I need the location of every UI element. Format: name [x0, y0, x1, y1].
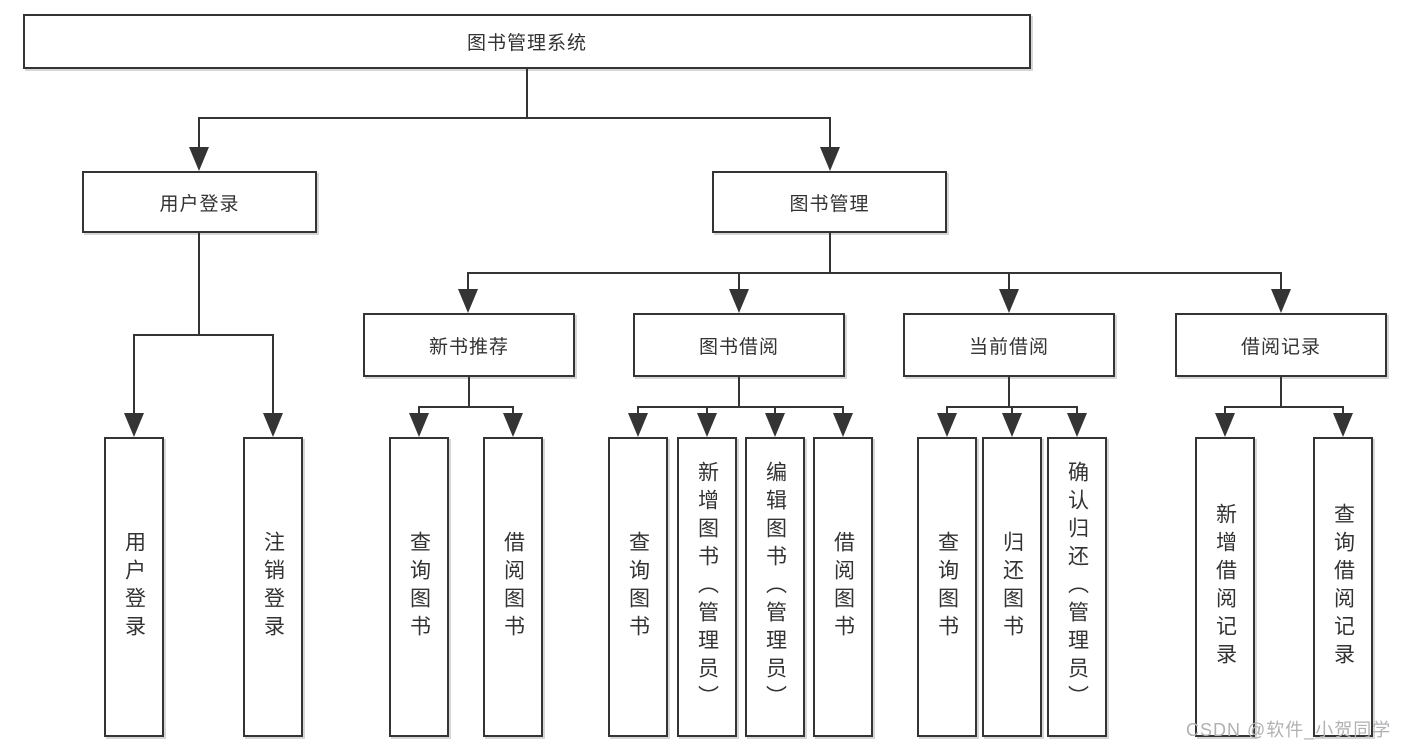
connector-drop-book-mgmt	[829, 117, 831, 149]
node-book-mgmt: 图书管理	[712, 171, 947, 233]
node-book-borrow-label: 图书借阅	[698, 336, 779, 358]
connector-records-stub	[1280, 377, 1282, 408]
leaf-add-books-admin: 新增图书（管理员）	[677, 437, 737, 737]
arrow-down-icon	[124, 413, 144, 437]
node-borrow-records: 借阅记录	[1175, 313, 1387, 377]
connector-drop-leaf	[133, 334, 135, 414]
arrow-down-icon	[833, 413, 853, 437]
leaf-add-books-admin-label: 新增图书（管理员）	[695, 461, 719, 713]
arrow-down-icon	[1002, 413, 1022, 437]
connector-user-login-branch	[133, 334, 274, 336]
arrow-down-icon	[765, 413, 785, 437]
leaf-query-books-current-label: 查询图书	[935, 531, 959, 643]
leaf-add-borrow-record-label: 新增借阅记录	[1213, 503, 1237, 671]
arrow-down-icon	[1067, 413, 1087, 437]
csdn-watermark: CSDN @软件_小贺同学	[1186, 720, 1392, 740]
arrow-down-icon	[458, 289, 478, 313]
arrow-down-icon	[999, 289, 1019, 313]
arrow-down-icon	[409, 413, 429, 437]
leaf-user-login-label: 用户登录	[122, 531, 146, 643]
node-new-books: 新书推荐	[363, 313, 575, 377]
connector-drop-records	[1280, 272, 1282, 291]
leaf-borrow-books-new-label: 借阅图书	[501, 531, 525, 643]
connector-drop-leaf	[1342, 406, 1344, 415]
connector-drop-leaf	[272, 334, 274, 414]
node-user-login-label: 用户登录	[159, 193, 240, 215]
arrow-down-icon	[189, 147, 209, 171]
leaf-borrow-books-label: 借阅图书	[831, 531, 855, 643]
connector-drop-leaf	[637, 406, 639, 415]
connector-drop-new-books	[467, 272, 469, 291]
connector-new-books-branch	[418, 406, 514, 408]
leaf-query-books-new-label: 查询图书	[407, 531, 431, 643]
leaf-confirm-return-admin-label: 确认归还（管理员）	[1065, 461, 1089, 713]
connector-records-branch	[1224, 406, 1344, 408]
connector-borrow-stub	[738, 377, 740, 408]
arrow-down-icon	[503, 413, 523, 437]
arrow-down-icon	[1333, 413, 1353, 437]
connector-current-stub	[1008, 377, 1010, 408]
node-borrow-records-label: 借阅记录	[1240, 336, 1321, 358]
node-user-login: 用户登录	[82, 171, 317, 233]
connector-new-books-stub	[468, 377, 470, 408]
connector-borrow-branch	[637, 406, 844, 408]
connector-drop-leaf	[512, 406, 514, 415]
connector-drop-leaf	[1011, 406, 1013, 415]
connector-drop-leaf	[1224, 406, 1226, 415]
connector-drop-leaf	[418, 406, 420, 415]
arrow-down-icon	[697, 413, 717, 437]
connector-level1-branch	[198, 117, 831, 119]
leaf-logout: 注销登录	[243, 437, 303, 737]
leaf-query-books-borrow: 查询图书	[608, 437, 668, 737]
leaf-return-books-label: 归还图书	[1000, 531, 1024, 643]
node-root-label: 图书管理系统	[466, 33, 587, 54]
leaf-return-books: 归还图书	[982, 437, 1042, 737]
connector-level2-branch	[467, 272, 1282, 274]
leaf-logout-label: 注销登录	[261, 531, 285, 643]
arrow-down-icon	[1271, 289, 1291, 313]
connector-drop-user-login	[198, 117, 200, 149]
leaf-query-borrow-record-label: 查询借阅记录	[1331, 503, 1355, 671]
connector-drop-leaf	[1076, 406, 1078, 415]
leaf-query-books-borrow-label: 查询图书	[626, 531, 650, 643]
node-current-borrow: 当前借阅	[903, 313, 1115, 377]
connector-book-mgmt-stub	[829, 233, 831, 274]
leaf-confirm-return-admin: 确认归还（管理员）	[1047, 437, 1107, 737]
leaf-borrow-books: 借阅图书	[813, 437, 873, 737]
connector-drop-leaf	[946, 406, 948, 415]
leaf-add-borrow-record: 新增借阅记录	[1195, 437, 1255, 737]
connector-user-login-stub	[198, 233, 200, 335]
node-current-borrow-label: 当前借阅	[968, 336, 1049, 358]
connector-drop-current	[1008, 272, 1010, 291]
leaf-query-borrow-record: 查询借阅记录	[1313, 437, 1373, 737]
leaf-query-books-current: 查询图书	[917, 437, 977, 737]
arrow-down-icon	[820, 147, 840, 171]
leaf-user-login: 用户登录	[104, 437, 164, 737]
node-book-borrow: 图书借阅	[633, 313, 845, 377]
arrow-down-icon	[937, 413, 957, 437]
node-book-mgmt-label: 图书管理	[789, 193, 870, 215]
connector-drop-borrow	[738, 272, 740, 291]
node-root: 图书管理系统	[23, 14, 1031, 69]
connector-root-stub	[526, 69, 528, 118]
leaf-edit-books-admin: 编辑图书（管理员）	[745, 437, 805, 737]
connector-drop-leaf	[706, 406, 708, 415]
leaf-borrow-books-new: 借阅图书	[483, 437, 543, 737]
leaf-edit-books-admin-label: 编辑图书（管理员）	[763, 461, 787, 713]
arrow-down-icon	[628, 413, 648, 437]
connector-drop-leaf	[774, 406, 776, 415]
leaf-query-books-new: 查询图书	[389, 437, 449, 737]
connector-drop-leaf	[842, 406, 844, 415]
arrow-down-icon	[729, 289, 749, 313]
arrow-down-icon	[263, 413, 283, 437]
arrow-down-icon	[1215, 413, 1235, 437]
node-new-books-label: 新书推荐	[428, 336, 509, 358]
